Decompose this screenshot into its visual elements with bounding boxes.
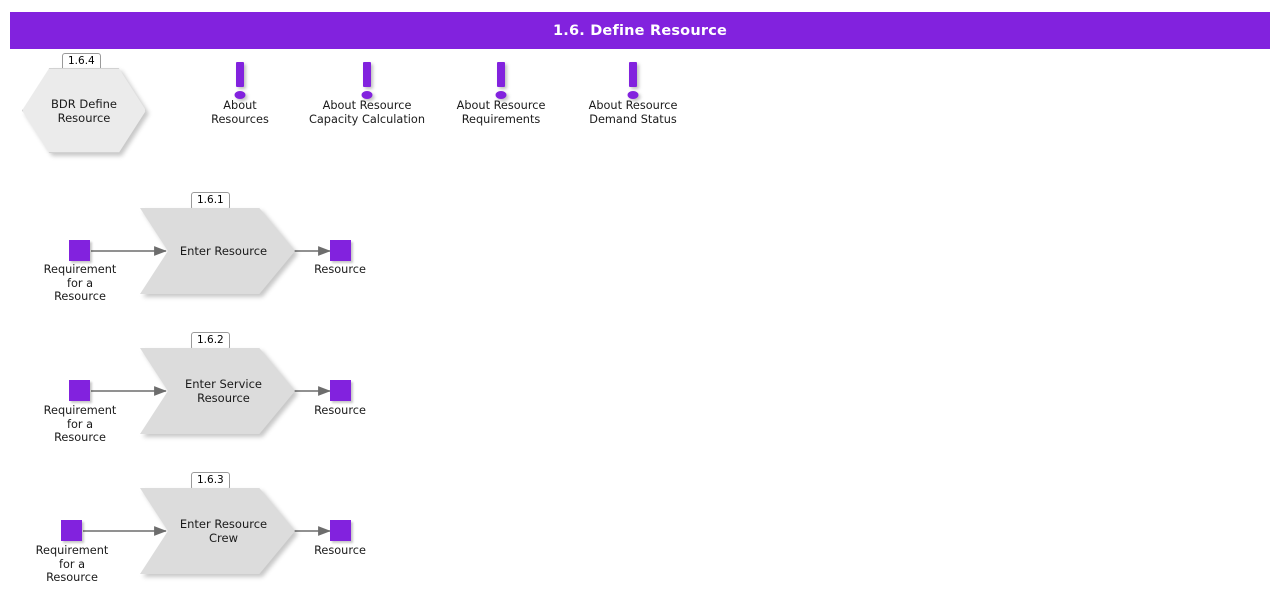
process-label-3: Enter Resource Crew <box>179 517 268 545</box>
data-object-output-label-3: Resource <box>314 544 366 557</box>
data-object-input-label-1: Requirement for a Resource <box>43 263 117 303</box>
chevron-shape: Enter Resource <box>140 208 295 294</box>
process-badge-1[interactable]: 1.6.1 <box>191 192 230 210</box>
exclamation-icon <box>573 60 693 99</box>
info-marker-label: About Resource Demand Status <box>588 99 678 126</box>
process-shape-enter-resource-crew[interactable]: Enter Resource Crew <box>140 488 295 574</box>
exclamation-dot <box>627 91 639 99</box>
data-object-output-1[interactable] <box>330 240 351 261</box>
info-marker-label: About Resources <box>211 99 269 126</box>
data-object-output-2[interactable] <box>330 380 351 401</box>
data-object-input-1[interactable] <box>69 240 90 261</box>
info-marker-about-resource-capacity-calculation[interactable]: About Resource Capacity Calculation <box>307 60 427 126</box>
page-header-bar: 1.6. Define Resource <box>10 12 1270 49</box>
info-marker-label: About Resource Requirements <box>456 99 546 126</box>
info-marker-label: About Resource Capacity Calculation <box>309 99 425 126</box>
page-title: 1.6. Define Resource <box>552 22 728 39</box>
process-shape-enter-service-resource[interactable]: Enter Service Resource <box>140 348 295 434</box>
chevron-shape: Enter Service Resource <box>140 348 295 434</box>
exclamation-icon <box>307 60 427 99</box>
info-marker-about-resource-demand-status[interactable]: About Resource Demand Status <box>573 60 693 126</box>
exclamation-bar <box>629 62 637 87</box>
exclamation-dot <box>495 91 507 99</box>
exclamation-icon <box>441 60 561 99</box>
data-object-input-2[interactable] <box>69 380 90 401</box>
exclamation-bar <box>363 62 371 87</box>
info-marker-about-resource-requirements[interactable]: About Resource Requirements <box>441 60 561 126</box>
chevron-shape: Enter Resource Crew <box>140 488 295 574</box>
process-shape-enter-resource[interactable]: Enter Resource <box>140 208 295 294</box>
data-object-output-3[interactable] <box>330 520 351 541</box>
exclamation-dot <box>361 91 373 99</box>
summary-node-label: BDR Define Resource <box>51 96 117 125</box>
data-object-output-label-1: Resource <box>314 263 366 276</box>
process-badge-2[interactable]: 1.6.2 <box>191 332 230 350</box>
process-label-2: Enter Service Resource <box>184 377 263 405</box>
process-badge-3[interactable]: 1.6.3 <box>191 472 230 490</box>
hexagon-shape: BDR Define Resource <box>22 68 146 153</box>
data-object-input-label-3: Requirement for a Resource <box>35 544 109 584</box>
exclamation-icon <box>180 60 300 99</box>
exclamation-bar <box>236 62 244 87</box>
exclamation-dot <box>234 91 246 99</box>
summary-node-badge[interactable]: 1.6.4 <box>62 53 101 71</box>
data-object-input-3[interactable] <box>61 520 82 541</box>
summary-node-bdr-define-resource[interactable]: BDR Define Resource <box>22 68 146 153</box>
data-object-output-label-2: Resource <box>314 404 366 417</box>
info-marker-about-resources[interactable]: About Resources <box>180 60 300 126</box>
process-label-1: Enter Resource <box>179 244 268 258</box>
exclamation-bar <box>497 62 505 87</box>
data-object-input-label-2: Requirement for a Resource <box>43 404 117 444</box>
